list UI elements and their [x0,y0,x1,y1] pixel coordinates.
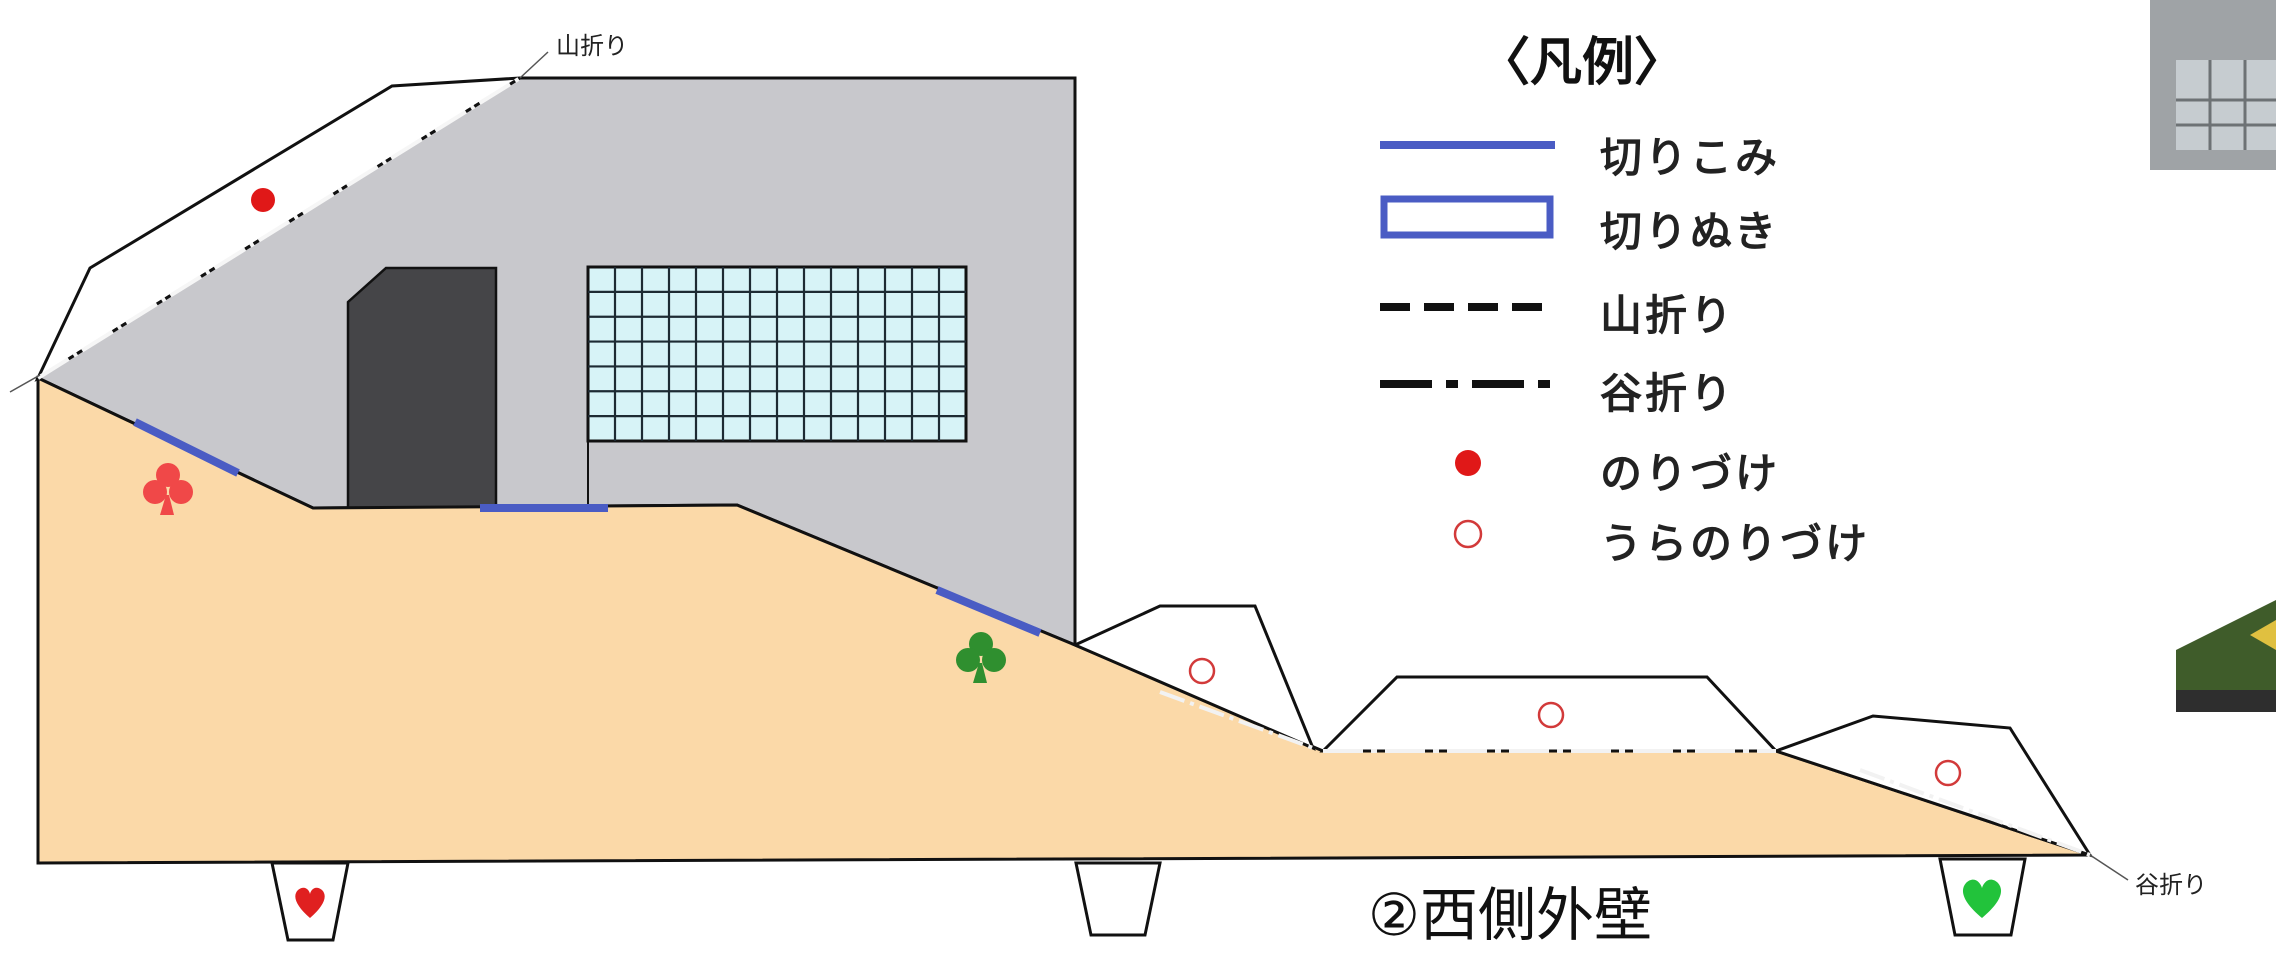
heart-red-icon [295,887,325,918]
valley-fold-label: 谷折り [2135,871,2207,899]
back-glue-circle [1537,701,1565,729]
fold-line-a [1159,690,1314,750]
legend-item-valley: 谷折り [1370,354,1890,418]
legend-cutout-symbol [1380,195,1554,239]
legend-item-label: 山折り [1600,291,1736,340]
legend-glue-symbol [1455,450,1481,476]
heart-green-icon [1962,879,2002,918]
legend-item-label: 谷折り [1600,369,1736,418]
club-green-icon [956,632,1006,683]
diagram-title: ②西側外壁 [1368,881,1652,949]
mountain-fold-label: 山折り [556,32,628,60]
photo-fragment-top [2150,0,2276,170]
legend-item-label: 切りぬき [1600,207,1780,256]
legend-item-label: うらのりづけ [1600,519,1871,568]
cut-line [935,586,1042,637]
legend-item-cut: 切りこみ [1370,118,1890,182]
door-opening [346,266,498,510]
flap-a [1071,604,1316,751]
photo-fragment-bottom [2176,600,2276,712]
flap-b [1319,675,1780,753]
back-glue-circle [1934,759,1962,787]
legend-item-back-glue: うらのりづけ [1370,504,1890,568]
legend-back-glue-symbol [1453,519,1483,549]
legend-item-mountain: 山折り [1370,276,1890,340]
legend-item-label: のりづけ [1600,449,1781,498]
leader-line [9,374,41,393]
window-grid [586,265,968,443]
leader-line [519,51,549,79]
legend-heading: 〈凡例〉 [1478,33,1687,93]
back-glue-circle [1188,657,1216,685]
leader-line [2089,854,2129,881]
mountain-fold-line [36,76,522,380]
bottom-tab-middle [1074,861,1162,937]
legend-item-cutout: 切りぬき [1370,192,1890,256]
cut-line [133,418,240,477]
legend-item-label: 切りこみ [1600,133,1781,182]
glue-dot [251,188,275,212]
legend-item-glue: のりづけ [1370,434,1890,498]
club-red-icon [143,463,193,515]
flap-c [1771,714,2094,858]
